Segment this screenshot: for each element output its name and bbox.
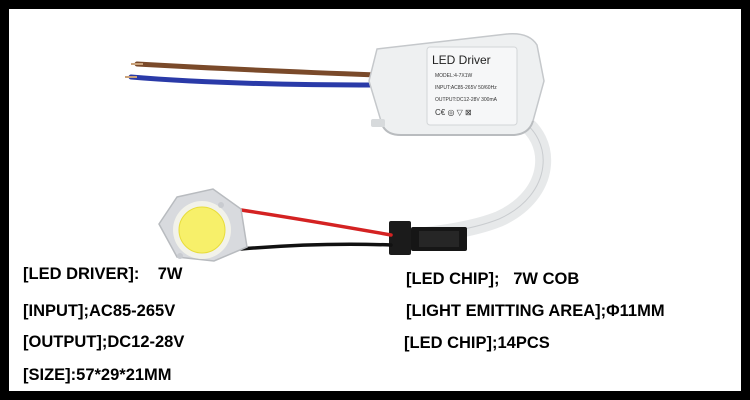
led-driver-case: LED Driver MODEL:4-7X1W INPUT:AC85-265V …: [368, 32, 545, 136]
spec-led-driver: [LED DRIVER]: 7W: [23, 265, 183, 283]
black-wire: [239, 242, 393, 251]
output-cable: [396, 111, 552, 245]
wire-connector: [389, 221, 467, 255]
driver-label-title: LED Driver: [432, 53, 491, 67]
spec-led-chip-count: [LED CHIP];14PCS: [404, 334, 550, 352]
red-wire: [219, 205, 393, 237]
brown-wire: [134, 61, 380, 78]
spec-output: [OUTPUT];DC12-28V: [23, 333, 185, 351]
cob-led-chip: [158, 188, 248, 262]
blue-wire: [128, 74, 380, 88]
product-photo: LED Driver MODEL:4-7X1W INPUT:AC85-265V …: [125, 32, 552, 262]
product-image-canvas: LED Driver MODEL:4-7X1W INPUT:AC85-265V …: [9, 9, 741, 391]
svg-text:C€ ◎ ▽ ⊠: C€ ◎ ▽ ⊠: [435, 108, 472, 117]
spec-input: [INPUT];AC85-265V: [23, 302, 176, 320]
spec-size: [SIZE]:57*29*21MM: [23, 366, 172, 384]
driver-label-model: MODEL:4-7X1W: [435, 73, 473, 79]
driver-label-output: OUTPUT:DC12-28V 300mA: [435, 97, 498, 103]
spec-led-chip: [LED CHIP]; 7W COB: [406, 270, 580, 288]
spec-light-emitting-area: [LIGHT EMITTING AREA];Φ11MM: [406, 302, 665, 320]
driver-label-input: INPUT:AC85-265V 50/60Hz: [435, 85, 497, 91]
